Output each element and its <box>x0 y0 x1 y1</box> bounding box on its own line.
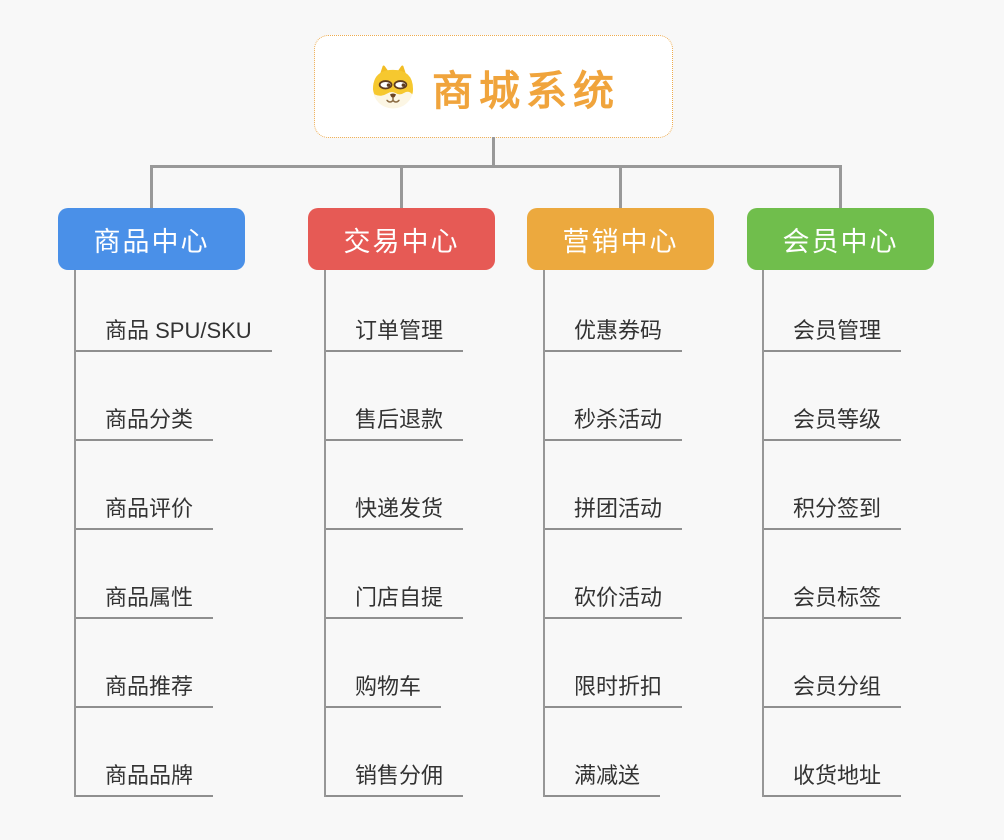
child-node-label[interactable]: 秒杀活动 <box>543 407 683 441</box>
child-node-label[interactable]: 商品推荐 <box>74 674 214 708</box>
child-node: 购物车 <box>324 619 463 708</box>
connector-drop-trade <box>400 165 403 208</box>
child-node-label[interactable]: 商品 SPU/SKU <box>74 318 272 352</box>
child-node-label[interactable]: 商品属性 <box>74 585 214 619</box>
child-node: 会员分组 <box>762 619 902 708</box>
child-node: 秒杀活动 <box>543 352 683 441</box>
connector-root-stem <box>492 137 495 166</box>
child-node-label[interactable]: 积分签到 <box>762 496 902 530</box>
child-node: 会员等级 <box>762 352 902 441</box>
child-node: 商品分类 <box>74 352 272 441</box>
child-node-label[interactable]: 快递发货 <box>324 496 464 530</box>
child-node: 订单管理 <box>324 270 464 352</box>
branch-children-products: 商品 SPU/SKU 商品分类 商品评价 商品属性 商品推荐 商品品牌 <box>74 270 272 797</box>
child-node: 商品品牌 <box>74 708 272 797</box>
branch-node-trade[interactable]: 交易中心 <box>308 208 495 270</box>
child-node-label[interactable]: 砍价活动 <box>543 585 683 619</box>
child-node: 拼团活动 <box>543 441 683 530</box>
child-node: 商品属性 <box>74 530 272 619</box>
child-node: 售后退款 <box>324 352 464 441</box>
child-node-label[interactable]: 优惠券码 <box>543 318 683 352</box>
branch-children-members: 会员管理 会员等级 积分签到 会员标签 会员分组 收货地址 <box>762 270 902 797</box>
child-node: 会员标签 <box>762 530 902 619</box>
child-node-label[interactable]: 满减送 <box>543 763 661 797</box>
child-node: 销售分佣 <box>324 708 464 797</box>
branch-node-products[interactable]: 商品中心 <box>58 208 245 270</box>
child-node-label[interactable]: 拼团活动 <box>543 496 683 530</box>
root-title: 商城系统 <box>432 67 620 114</box>
tree-root-node[interactable]: 商城系统 <box>314 35 673 138</box>
child-node: 商品评价 <box>74 441 272 530</box>
child-node-label[interactable]: 会员分组 <box>762 674 902 708</box>
dog-face-icon <box>372 64 414 109</box>
child-node: 会员管理 <box>762 270 902 352</box>
child-node-label[interactable]: 商品分类 <box>74 407 214 441</box>
child-node: 积分签到 <box>762 441 902 530</box>
child-node: 收货地址 <box>762 708 902 797</box>
child-node-label[interactable]: 限时折扣 <box>543 674 683 708</box>
child-node-label[interactable]: 销售分佣 <box>324 763 464 797</box>
connector-drop-marketing <box>619 165 622 208</box>
child-node-label[interactable]: 售后退款 <box>324 407 464 441</box>
child-node: 限时折扣 <box>543 619 683 708</box>
child-node: 快递发货 <box>324 441 464 530</box>
child-node-label[interactable]: 购物车 <box>324 674 442 708</box>
child-node: 商品 SPU/SKU <box>74 270 272 352</box>
branch-children-trade: 订单管理 售后退款 快递发货 门店自提 购物车 销售分佣 <box>324 270 464 797</box>
branch-children-marketing: 优惠券码 秒杀活动 拼团活动 砍价活动 限时折扣 满减送 <box>543 270 683 797</box>
child-node: 砍价活动 <box>543 530 683 619</box>
child-node-label[interactable]: 商品评价 <box>74 496 214 530</box>
child-node: 商品推荐 <box>74 619 272 708</box>
child-node-label[interactable]: 收货地址 <box>762 763 902 797</box>
child-node: 优惠券码 <box>543 270 683 352</box>
child-node-label[interactable]: 门店自提 <box>324 585 464 619</box>
child-node-label[interactable]: 会员管理 <box>762 318 902 352</box>
branch-node-members[interactable]: 会员中心 <box>747 208 934 270</box>
branch-node-marketing[interactable]: 营销中心 <box>527 208 714 270</box>
child-node-label[interactable]: 订单管理 <box>324 318 464 352</box>
child-node-label[interactable]: 会员等级 <box>762 407 902 441</box>
connector-drop-members <box>839 165 842 208</box>
child-node: 满减送 <box>543 708 682 797</box>
child-node-label[interactable]: 商品品牌 <box>74 763 214 797</box>
connector-drop-products <box>150 165 153 208</box>
connector-horizontal <box>150 165 842 168</box>
child-node-label[interactable]: 会员标签 <box>762 585 902 619</box>
child-node: 门店自提 <box>324 530 464 619</box>
